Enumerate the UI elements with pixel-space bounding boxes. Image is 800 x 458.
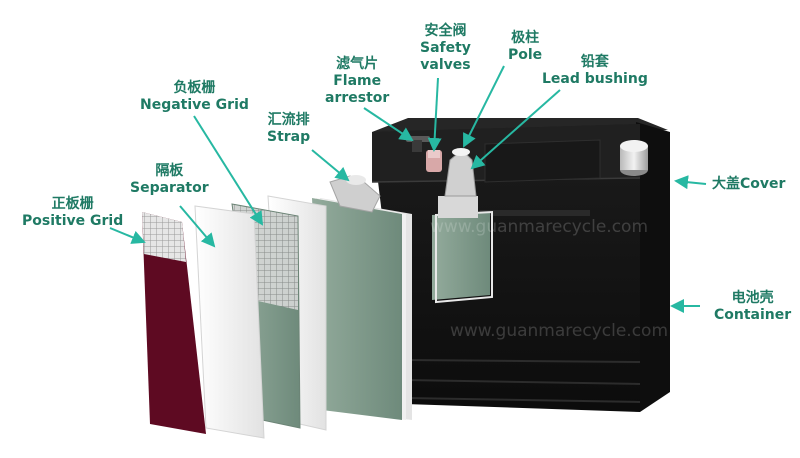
arrow-safety-valve <box>427 77 442 152</box>
label-container: 电池壳 Container <box>714 290 792 323</box>
label-safety-valves: 安全阀 Safety valves <box>420 23 471 73</box>
label-flame-arrestor: 滤气片 Flame arrestor <box>325 56 390 106</box>
label-pole: 极柱 Pole <box>508 30 543 63</box>
arrow-negative-grid <box>193 115 264 226</box>
terminal-post-right <box>620 140 648 176</box>
label-separator: 隔板 Separator <box>130 163 209 196</box>
label-cover: 大盖Cover <box>712 176 786 192</box>
arrow-positive-grid <box>109 227 146 244</box>
arrow-lead-bushing <box>470 89 561 170</box>
label-lead-bushing: 铅套 Lead bushing <box>542 54 648 87</box>
arrow-strap <box>311 149 350 182</box>
arrow-cover <box>674 175 707 190</box>
watermark-text-1: www.guanmarecycle.com <box>430 217 648 237</box>
label-strap: 汇流排 Strap <box>267 112 311 145</box>
label-negative-grid: 负板栅 Negative Grid <box>140 80 249 113</box>
safety-valve <box>426 150 442 172</box>
strap-plate-stack <box>312 175 412 420</box>
label-positive-grid: 正板栅 Positive Grid <box>22 196 124 229</box>
arrow-pole <box>463 65 505 148</box>
inner-element-block <box>432 148 493 304</box>
arrow-separator <box>179 205 216 248</box>
watermark-text-2: www.guanmarecycle.com <box>450 321 668 341</box>
leader-arrows <box>109 65 707 313</box>
arrow-flame-arrestor <box>363 107 414 142</box>
positive-grid-plate <box>142 212 206 434</box>
separator-sheet-1 <box>194 205 265 439</box>
